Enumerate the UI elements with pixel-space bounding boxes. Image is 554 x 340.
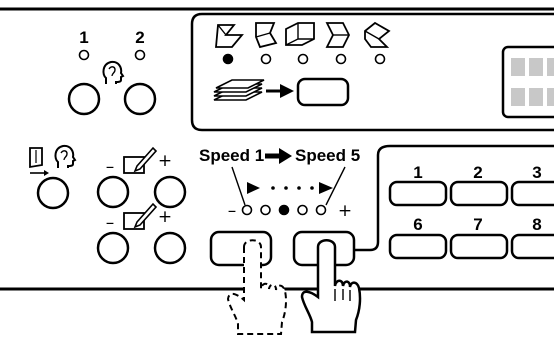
speed-start-pointer: [232, 167, 245, 205]
numeric-keypad: 1 2 3 6 7 8: [354, 146, 554, 258]
paper-feed-icon: [30, 148, 49, 176]
pencil-sheet-icon: [124, 148, 156, 173]
memory-button-2[interactable]: [125, 84, 155, 114]
head-profile-icon: [55, 146, 75, 168]
density-upper-plus: +: [158, 151, 172, 171]
memory-indicator: 1 2: [69, 28, 155, 114]
speed-scale-icon: [247, 182, 333, 194]
density-control-upper: – +: [98, 148, 185, 207]
speed-led-1: [243, 206, 252, 215]
speed-direction-arrow-icon: [265, 148, 292, 164]
key-label-7: 7: [473, 215, 482, 234]
speed-led-3: [280, 206, 289, 215]
fold-mode-led-5: [376, 55, 385, 64]
speed-led-2: [261, 206, 270, 215]
head-profile-icon: [103, 62, 123, 84]
key-label-3: 3: [532, 163, 541, 182]
speed-led-5: [317, 206, 326, 215]
key-label-2: 2: [473, 163, 482, 182]
density-lower-increase-button[interactable]: [155, 233, 185, 263]
paper-feed-button[interactable]: [38, 178, 68, 208]
key-button-2[interactable]: [451, 182, 507, 205]
fold-mode-panel: [192, 14, 554, 130]
memory-led-2: [136, 51, 145, 60]
display-window: [503, 47, 554, 117]
key-button-3[interactable]: [512, 182, 554, 205]
fold-mode-led-2: [262, 55, 271, 64]
key-label-1: 1: [413, 163, 422, 182]
speed-led-4: [298, 206, 307, 215]
pencil-sheet-icon: [124, 204, 156, 229]
key-label-8: 8: [532, 215, 541, 234]
key-button-1[interactable]: [390, 182, 446, 205]
fold-mode-led-1: [224, 55, 233, 64]
speed-end-pointer: [326, 167, 345, 205]
density-control-lower: – +: [98, 204, 185, 263]
key-button-6[interactable]: [390, 235, 446, 258]
key-button-8[interactable]: [512, 235, 554, 258]
fold-mode-led-4: [337, 55, 346, 64]
speed-start-label: Speed 1: [199, 146, 264, 165]
speed-decrease-button[interactable]: [211, 232, 271, 265]
density-upper-minus: –: [106, 157, 115, 177]
fold-mode-button[interactable]: [298, 79, 348, 105]
density-upper-increase-button[interactable]: [155, 177, 185, 207]
density-lower-decrease-button[interactable]: [98, 233, 128, 263]
memory-label-2: 2: [135, 28, 144, 47]
density-lower-minus: –: [106, 213, 115, 233]
key-label-6: 6: [413, 215, 422, 234]
density-upper-decrease-button[interactable]: [98, 177, 128, 207]
fold-mode-led-3: [299, 55, 308, 64]
speed-minus-label: –: [228, 201, 237, 221]
fold-mode-3-icon: [286, 23, 314, 45]
speed-indicator-leds: [243, 206, 326, 215]
key-button-7[interactable]: [451, 235, 507, 258]
speed-end-label: Speed 5: [295, 146, 360, 165]
memory-button-1[interactable]: [69, 84, 99, 114]
density-lower-plus: +: [158, 207, 172, 227]
memory-led-1: [80, 51, 89, 60]
memory-label-1: 1: [79, 28, 88, 47]
speed-plus-label: +: [338, 201, 352, 221]
